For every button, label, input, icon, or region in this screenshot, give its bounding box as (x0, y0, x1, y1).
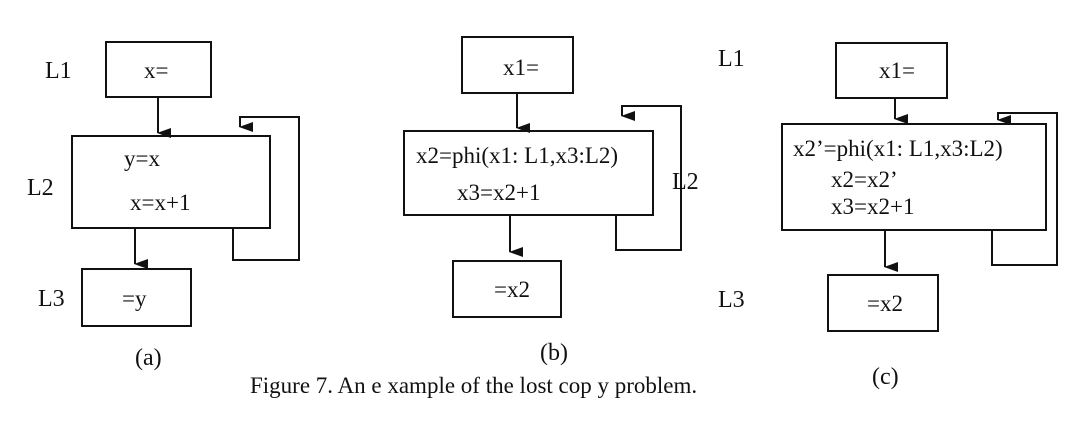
block-label-l3: L3 (718, 287, 745, 313)
exit-block (452, 260, 562, 318)
diagram-c: L1 L3 x1= x2’=phi(x1: L1,x3:L2) x2=x2’ x… (718, 42, 1058, 390)
figure-caption: Figure 7. An e xample of the lost cop y … (250, 373, 697, 398)
loop-block-stmt: x3=x2+1 (831, 194, 914, 219)
sublabel-b: (b) (540, 340, 568, 366)
sublabel-a: (a) (135, 345, 162, 371)
block-label-l2: L2 (27, 175, 54, 201)
edge-back-loop (991, 112, 1058, 266)
loop-block-stmt: y=x (124, 146, 160, 171)
block-label-l1: L1 (718, 46, 745, 72)
exit-block-stmt: =y (122, 286, 147, 311)
entry-block-stmt: x= (144, 58, 168, 83)
loop-block (403, 130, 654, 216)
loop-block (781, 123, 1047, 231)
entry-block-stmt: x1= (503, 55, 539, 80)
entry-block-stmt: x1= (879, 58, 915, 83)
edge-back-loop (232, 116, 300, 261)
loop-block-stmt: x=x+1 (130, 190, 190, 215)
exit-block (827, 274, 939, 332)
block-label-l2: L2 (672, 169, 699, 195)
sublabel-c: (c) (872, 364, 899, 390)
loop-block-stmt: x2’=phi(x1: L1,x3:L2) (793, 136, 1003, 161)
diagram-a: L1 L2 L3 x= y=x x=x+1 =y (a) (27, 41, 300, 371)
diagram-b: x1= x2=phi(x1: L1,x3:L2) x3=x2+1 L2 =x2 … (403, 36, 699, 366)
edge-back-loop (615, 105, 682, 251)
exit-block-stmt: =x2 (494, 277, 530, 302)
exit-block-stmt: =x2 (867, 291, 903, 316)
entry-block (835, 42, 948, 99)
block-label-l3: L3 (38, 286, 65, 312)
loop-block-stmt: x2=phi(x1: L1,x3:L2) (416, 143, 618, 168)
block-label-l1: L1 (45, 58, 72, 84)
loop-block (71, 135, 271, 229)
loop-block-stmt: x2=x2’ (831, 167, 898, 192)
loop-block-stmt: x3=x2+1 (457, 180, 540, 205)
exit-block (81, 268, 192, 327)
